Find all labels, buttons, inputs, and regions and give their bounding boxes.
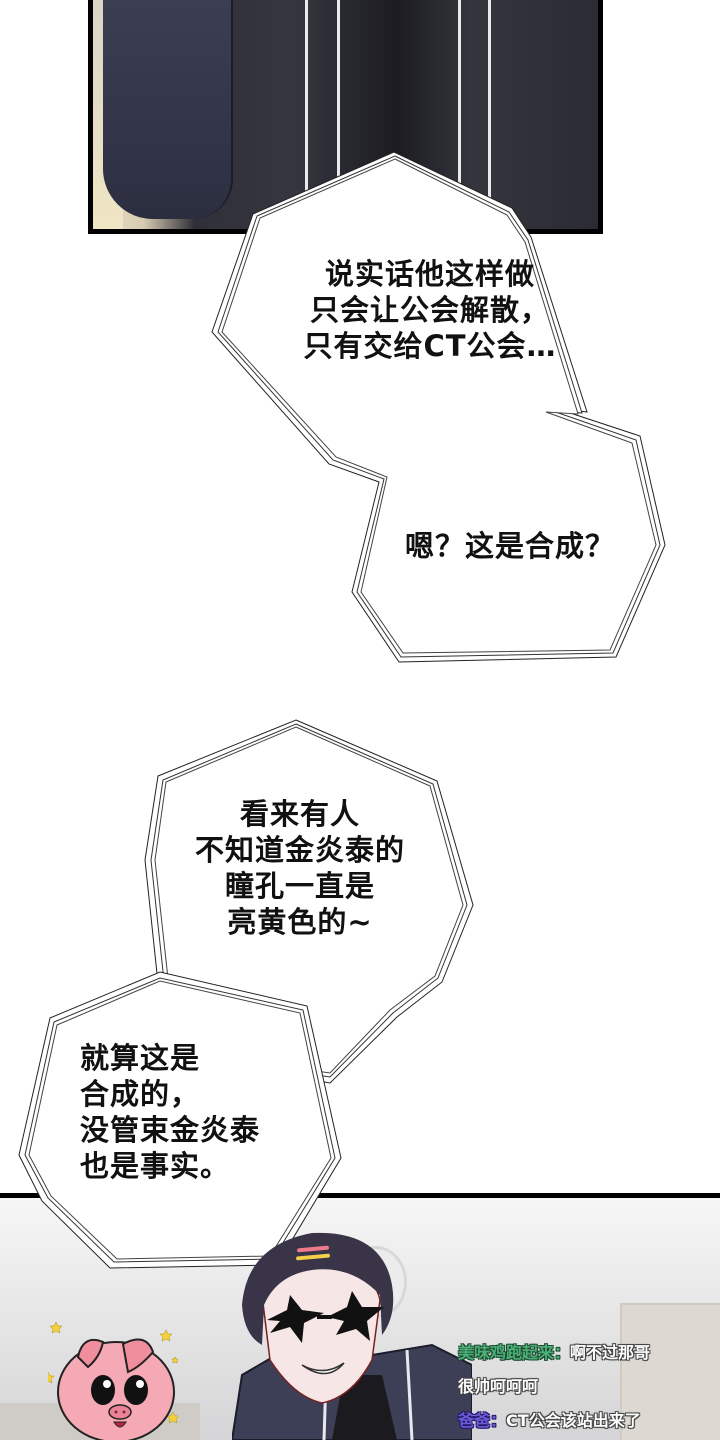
live-comments: 美味鸡跑起来：啊不过那哥 很帅呵呵呵 爸爸：CT公会该站出来了	[458, 1336, 720, 1438]
pig-mascot	[48, 1321, 178, 1440]
jacket-stripe	[488, 0, 491, 229]
comment-username: 爸爸	[458, 1411, 491, 1430]
speech-bubble-1-text: 说实话他这样做 只会让公会解散， 只有交给CT公会…	[303, 257, 557, 363]
speech-bubble-3-text: 看来有人 不知道金炎泰的 瞳孔一直是 亮黄色的~	[194, 797, 405, 939]
sparkle-star-icons	[48, 1321, 178, 1424]
speech-bubble-4-text: 就算这是 合成的， 没管束金炎泰 也是事实。	[80, 1041, 261, 1183]
comment-separator: ：	[554, 1343, 571, 1362]
comment-username: 美味鸡跑起来	[458, 1343, 555, 1362]
comic-panel-top	[88, 0, 603, 234]
character-sleeve	[103, 0, 233, 219]
character-star-sunglasses	[232, 1232, 472, 1440]
jacket-stripe	[458, 0, 461, 229]
comment-2: 爸爸：CT公会该站出来了	[458, 1404, 720, 1438]
comment-separator: ：	[490, 1411, 507, 1430]
comment-1: 美味鸡跑起来：啊不过那哥	[458, 1336, 720, 1370]
jacket-stripe	[305, 0, 308, 229]
speech-bubble-2-text: 嗯？这是合成？	[405, 529, 616, 563]
comment-1-continued: 很帅呵呵呵	[458, 1370, 720, 1404]
wall-cabinet	[620, 1303, 720, 1440]
comment-text: 很帅呵呵呵	[458, 1377, 539, 1396]
comment-text: 啊不过那哥	[570, 1343, 651, 1362]
comment-text: CT公会该站出来了	[506, 1411, 641, 1430]
jacket-stripe	[337, 0, 340, 229]
